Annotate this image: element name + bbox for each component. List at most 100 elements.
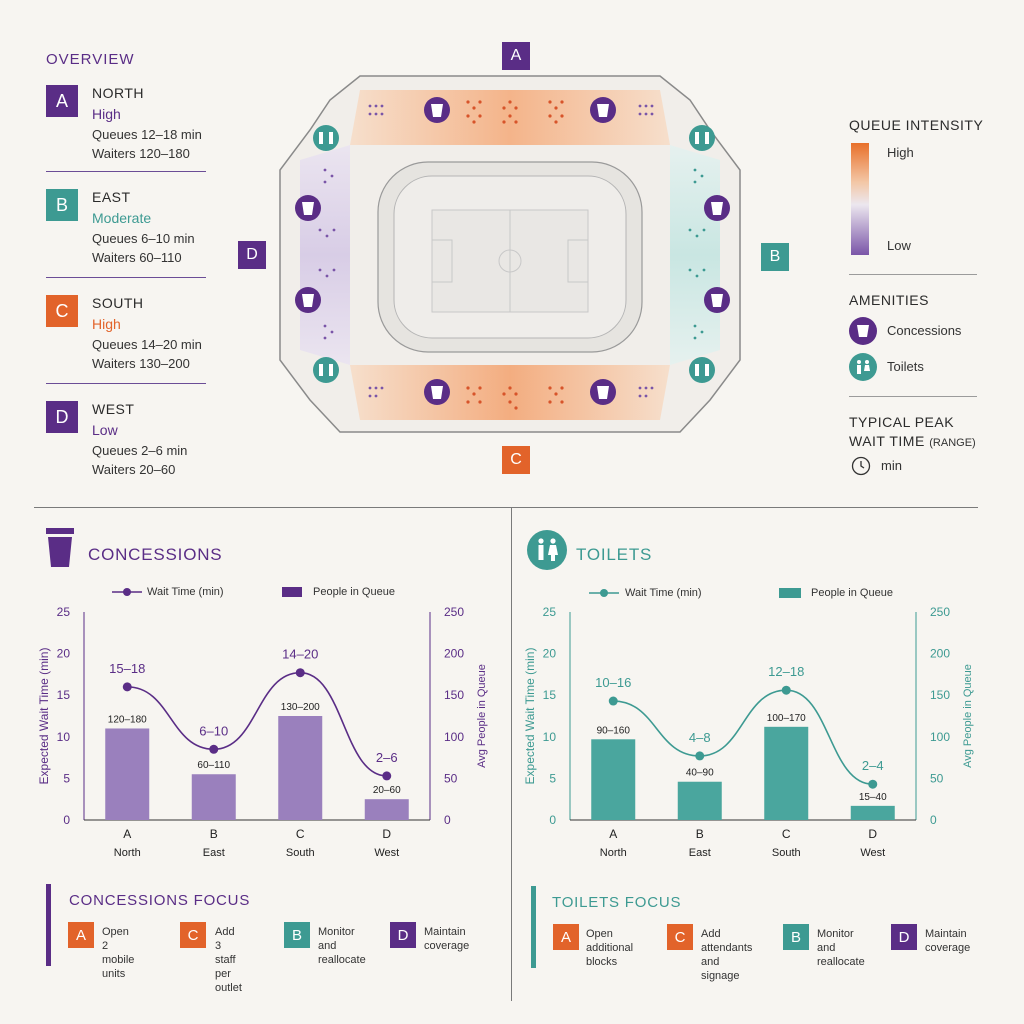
- wait-time-point: [295, 668, 305, 678]
- zone-east[interactable]: B EAST Moderate Queues 6–10 min Waiters …: [46, 189, 206, 269]
- wait-time-title-main: WAIT TIME: [849, 433, 925, 449]
- y-tick-label: 25: [543, 605, 557, 619]
- bar: [677, 781, 722, 820]
- zone-name: SOUTH: [92, 295, 144, 311]
- zone-badge: B: [46, 189, 78, 221]
- focus-badge[interactable]: C: [667, 924, 693, 950]
- map-badge-east[interactable]: B: [761, 243, 789, 271]
- toilets-focus-title: TOILETS FOCUS: [552, 894, 682, 911]
- focus-accent-bar: [46, 884, 51, 966]
- zone-badge: C: [46, 295, 78, 327]
- zone-level: Moderate: [92, 210, 152, 226]
- x-tick-label: C: [296, 827, 305, 841]
- stadium-map[interactable]: [270, 70, 750, 450]
- zone-level: Low: [92, 422, 118, 438]
- y2-tick-label: 200: [444, 647, 464, 661]
- x-category-name: East: [203, 847, 225, 859]
- y-tick-label: 5: [549, 771, 556, 785]
- overview-title: OVERVIEW: [46, 51, 135, 68]
- focus-badge[interactable]: B: [783, 924, 809, 950]
- focus-badge[interactable]: C: [180, 922, 206, 948]
- concessions-focus-title: CONCESSIONS FOCUS: [69, 892, 251, 909]
- wait-time-point: [781, 685, 791, 695]
- toilets-icon: [689, 125, 715, 151]
- zone-south[interactable]: C SOUTH High Queues 14–20 min Waiters 13…: [46, 295, 206, 375]
- pitch: [431, 209, 589, 313]
- divider: [46, 277, 206, 278]
- wait-time-line: [127, 671, 387, 777]
- zone-waiters: Waiters 60–110: [92, 250, 182, 265]
- toilets-icon: [313, 357, 339, 383]
- x-tick-label: A: [609, 827, 617, 841]
- y2-axis-title: Avg People in Queue: [962, 664, 974, 768]
- y-axis-title: Expected Wait Time (min): [37, 648, 51, 785]
- zone-west[interactable]: D WEST Low Queues 2–6 min Waiters 20–60: [46, 401, 206, 481]
- focus-badge[interactable]: A: [553, 924, 579, 950]
- bar: [278, 716, 323, 820]
- y2-tick-label: 150: [930, 688, 950, 702]
- bar: [105, 728, 150, 820]
- zone-name: NORTH: [92, 85, 145, 101]
- focus-badge[interactable]: A: [68, 922, 94, 948]
- legend-bar-swatch: [282, 587, 302, 597]
- concessions-title: CONCESSIONS: [88, 545, 223, 564]
- zone-level: High: [92, 316, 121, 332]
- bar-label: 60–110: [197, 760, 230, 771]
- x-tick-label: B: [696, 827, 704, 841]
- concessions-icon: [704, 287, 730, 313]
- x-tick-label: D: [868, 827, 877, 841]
- wait-time-label: 2–6: [376, 750, 398, 765]
- concourse-south: [350, 365, 670, 420]
- x-tick-label: A: [123, 827, 131, 841]
- amenity-concessions-label: Concessions: [887, 323, 962, 338]
- x-category-name: South: [286, 847, 315, 859]
- toilets-icon: [849, 353, 877, 381]
- crowd-dots: [466, 100, 564, 410]
- wait-time-title-range: (RANGE): [929, 437, 976, 449]
- wait-time-label: 6–10: [199, 723, 228, 738]
- zone-waiters: Waiters 20–60: [92, 462, 176, 477]
- wait-time-point: [382, 771, 392, 781]
- y2-tick-label: 200: [930, 647, 950, 661]
- focus-badge[interactable]: D: [390, 922, 416, 948]
- bar-label: 20–60: [373, 785, 401, 796]
- horizontal-divider: [34, 507, 978, 508]
- y2-tick-label: 0: [930, 813, 937, 827]
- zone-badge: A: [46, 85, 78, 117]
- x-category-name: West: [860, 847, 885, 859]
- y-tick-label: 10: [543, 730, 557, 744]
- intensity-low-label: Low: [887, 238, 911, 253]
- map-badge-north[interactable]: A: [502, 42, 530, 70]
- zone-name: EAST: [92, 189, 131, 205]
- focus-badge[interactable]: B: [284, 922, 310, 948]
- wait-time-label: 2–4: [862, 758, 884, 773]
- concessions-cup-icon: [46, 528, 74, 567]
- bar-label: 90–160: [597, 725, 631, 736]
- map-badge-south[interactable]: C: [502, 446, 530, 474]
- zone-badge: D: [46, 401, 78, 433]
- concessions-icon: [590, 97, 616, 123]
- x-category-name: North: [600, 847, 627, 859]
- map-badge-west[interactable]: D: [238, 241, 266, 269]
- zone-north[interactable]: A NORTH High Queues 12–18 min Waiters 12…: [46, 85, 206, 165]
- y2-tick-label: 50: [930, 771, 944, 785]
- focus-badge[interactable]: D: [891, 924, 917, 950]
- concessions-icon: [424, 379, 450, 405]
- wait-time-point: [122, 682, 132, 692]
- legend-wait-time: Wait Time (min): [625, 587, 702, 599]
- zone-queues: Queues 2–6 min: [92, 443, 188, 458]
- y-tick-label: 0: [63, 813, 70, 827]
- bar: [364, 799, 409, 820]
- legend-bar-swatch: [779, 588, 801, 598]
- zone-waiters: Waiters 130–200: [92, 356, 190, 371]
- intensity-high-label: High: [887, 145, 914, 160]
- bar-label: 130–200: [281, 702, 320, 713]
- y2-tick-label: 100: [444, 730, 464, 744]
- legend-people: People in Queue: [811, 587, 893, 599]
